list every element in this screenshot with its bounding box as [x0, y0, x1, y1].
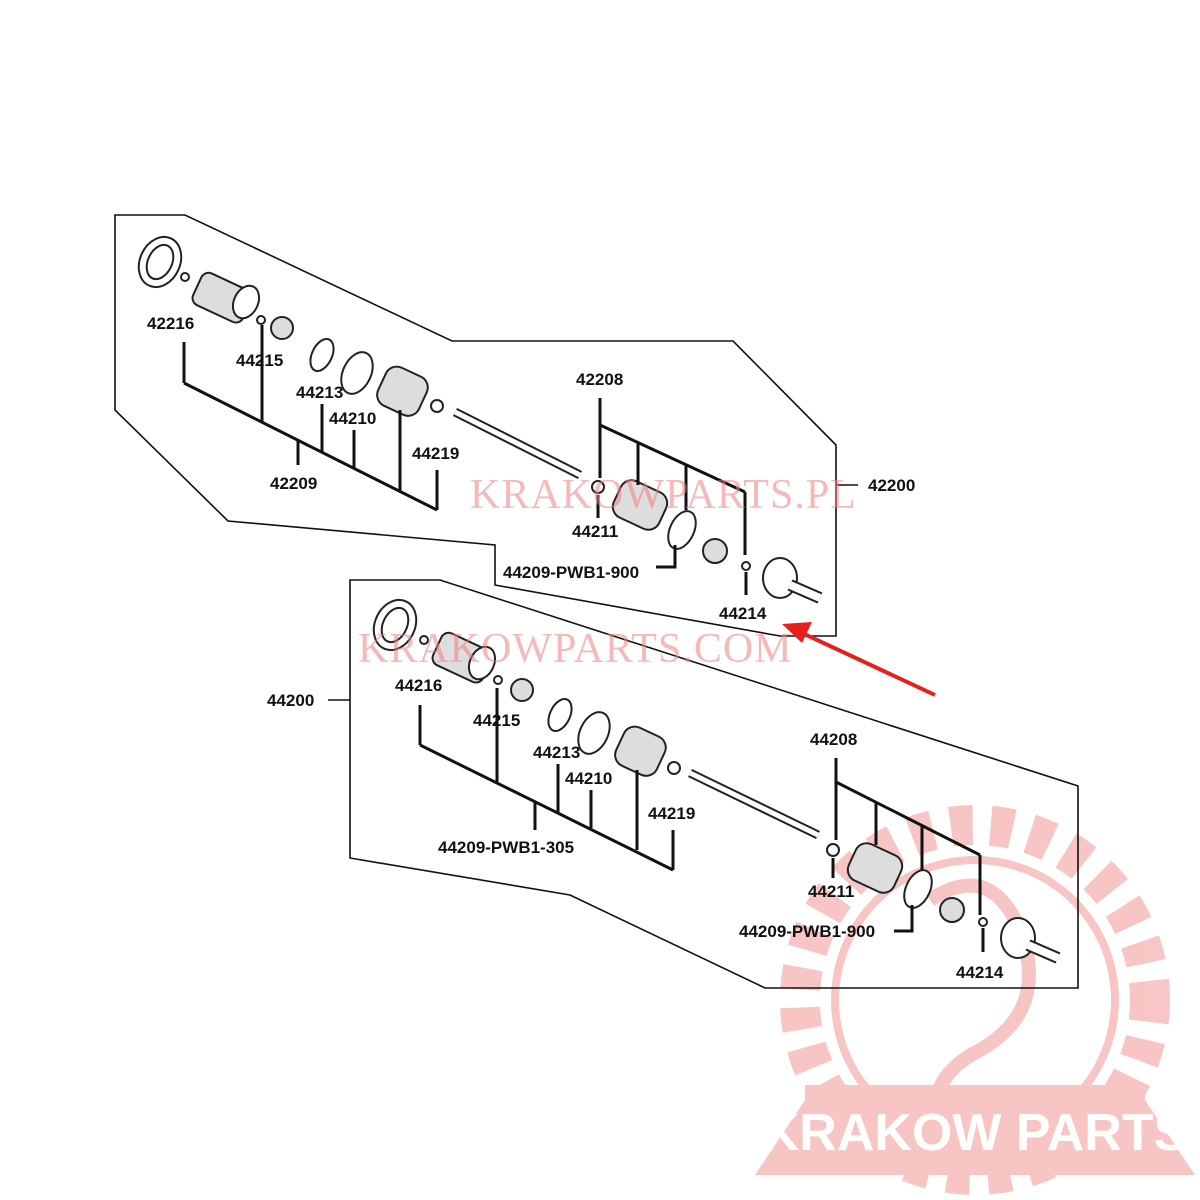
assembly-label-44200: 44200 [267, 691, 314, 710]
part-label-42216: 42216 [147, 314, 194, 333]
part-label-44215: 44215 [236, 351, 283, 370]
part-label-44213: 44213 [296, 383, 343, 402]
bottom-assembly: 44200 [267, 579, 1079, 989]
part-label-44210: 44210 [329, 409, 376, 428]
part-label-44209-pwb1-305: 44209-PWB1-305 [438, 838, 574, 857]
part-label-44219: 44219 [412, 444, 459, 463]
part-label-44214: 44214 [719, 604, 767, 623]
bottom-assembly-outline [349, 579, 1079, 989]
top-assembly: 42200 [114, 214, 915, 637]
part-label-44209-pwb1-900: 44209-PWB1-900 [503, 563, 639, 582]
part-label-44210: 44210 [565, 769, 612, 788]
assembly-label-42200: 42200 [868, 476, 915, 495]
part-label-44211: 44211 [572, 522, 618, 541]
part-label-44214: 44214 [956, 963, 1004, 982]
part-label-44216: 44216 [395, 676, 442, 695]
part-label-44211: 44211 [808, 882, 854, 901]
logo-text: KRAKOW PARTS [762, 1104, 1189, 1162]
top-parts [137, 235, 823, 604]
part-label-44219: 44219 [648, 804, 695, 823]
red-arrow-icon [782, 622, 936, 697]
watermark-com: KRAKOWPARTS.COM [358, 626, 793, 672]
part-label-44213: 44213 [533, 743, 580, 762]
part-label-42209: 42209 [270, 474, 317, 493]
part-label-44209-pwb1-900: 44209-PWB1-900 [739, 922, 875, 941]
part-label-42208: 42208 [576, 370, 623, 389]
bottom-leader-lines [418, 688, 985, 952]
part-label-44208: 44208 [810, 730, 857, 749]
watermark-pl: KRAKOWPARTS.PL [470, 472, 857, 518]
part-label-44215: 44215 [473, 711, 520, 730]
top-leader-lines [182, 325, 748, 595]
bottom-parts [372, 598, 1061, 964]
krakow-parts-logo: KRAKOW PARTS [755, 805, 1195, 1195]
